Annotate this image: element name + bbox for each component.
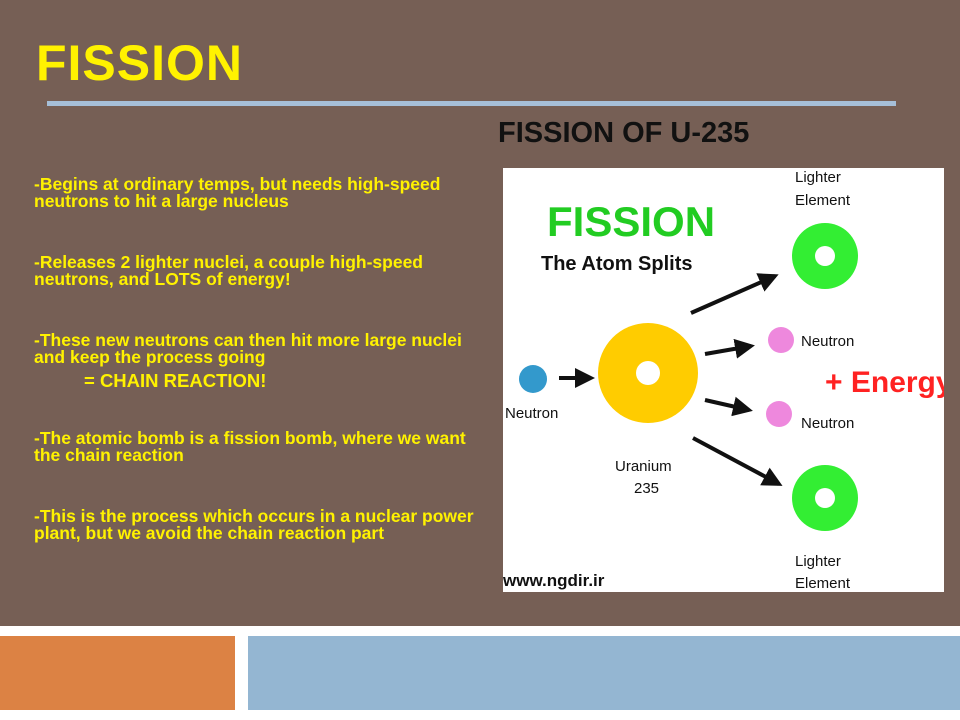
arrow-neutron-1 xyxy=(704,338,755,359)
fission-diagram-svg: FISSION The Atom Splits Neutron Uranium … xyxy=(503,169,944,592)
bottom-product-label: Element xyxy=(795,575,851,592)
neutron-out-2 xyxy=(766,401,792,427)
bullet-item: -These new neutrons can then hit more la… xyxy=(34,330,462,367)
footer-accent-orange xyxy=(0,636,235,710)
footer-accent-blue xyxy=(248,636,960,710)
bullet-list: -Begins at ordinary temps, but needs hig… xyxy=(34,174,484,586)
neutron-out-1-label: Neutron xyxy=(801,333,854,350)
uranium-label: Uranium xyxy=(615,458,672,475)
arrow-bottom xyxy=(692,436,783,486)
top-product-label: Element xyxy=(795,192,851,209)
watermark: www.ngdir.ir xyxy=(503,571,605,590)
fission-diagram: FISSION The Atom Splits Neutron Uranium … xyxy=(503,168,944,592)
neutron-out-2-label: Neutron xyxy=(801,415,854,432)
lighter-element-bottom-core xyxy=(815,488,835,508)
figure-heading: FISSION xyxy=(547,198,715,245)
bottom-product-label: Lighter xyxy=(795,553,841,570)
slide-title: FISSION xyxy=(36,35,244,91)
bullet-item: -The atomic bomb is a fission bomb, wher… xyxy=(34,428,466,465)
energy-label: + Energy xyxy=(825,366,944,399)
lighter-element-top-core xyxy=(815,246,835,266)
bullet-item: -This is the process which occurs in a n… xyxy=(34,506,474,543)
image-caption: FISSION OF U-235 xyxy=(498,117,750,149)
bullet-item: -Releases 2 lighter nuclei, a couple hig… xyxy=(34,252,423,289)
uranium-core xyxy=(636,361,660,385)
figure-subheading: The Atom Splits xyxy=(541,253,692,275)
chain-reaction-note: = CHAIN REACTION! xyxy=(84,370,267,391)
arrow-top xyxy=(690,273,779,315)
arrow-neutron-2 xyxy=(704,396,753,417)
uranium-number: 235 xyxy=(634,480,659,497)
title-divider xyxy=(47,101,896,106)
incoming-neutron xyxy=(519,365,547,393)
top-product-label: Lighter xyxy=(795,169,841,186)
bullet-item: -Begins at ordinary temps, but needs hig… xyxy=(34,174,441,211)
neutron-out-1 xyxy=(768,327,794,353)
incoming-neutron-label: Neutron xyxy=(505,405,558,422)
